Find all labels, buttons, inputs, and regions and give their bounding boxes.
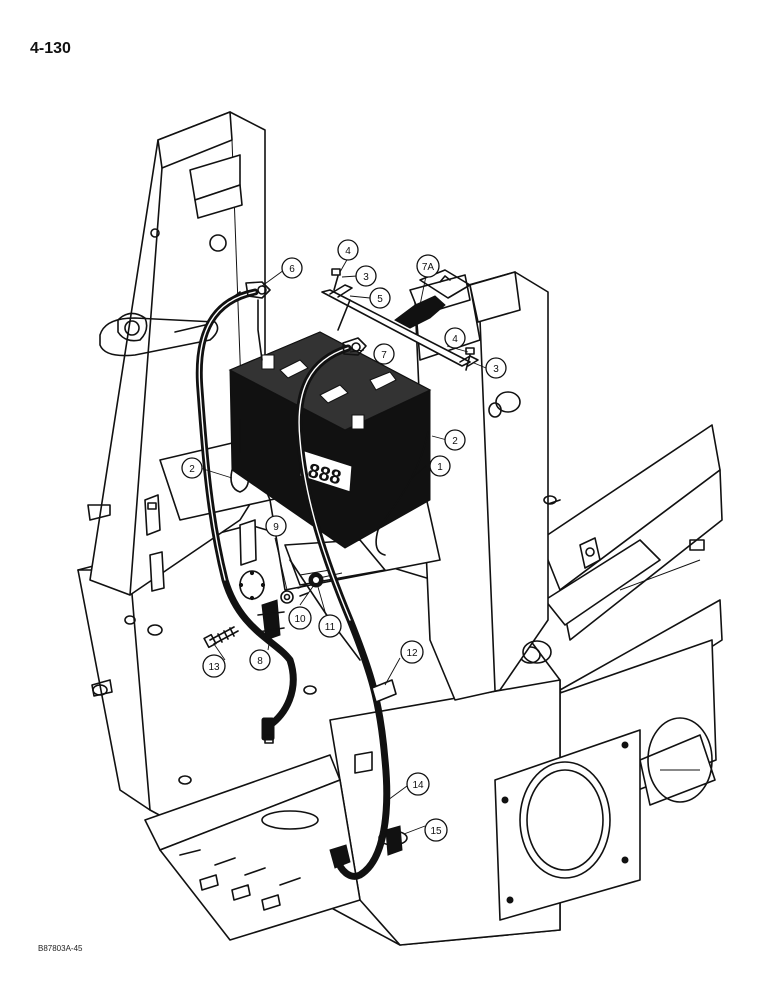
callout-8-label: 8 — [257, 656, 263, 667]
callout-1: 1 — [429, 455, 451, 477]
callouts: 1 2 2 3 3 4 4 — [181, 239, 507, 842]
callout-12-label: 12 — [406, 648, 418, 659]
callout-6-label: 6 — [289, 264, 295, 275]
callout-10-label: 10 — [294, 614, 306, 625]
callout-5-label: 5 — [377, 294, 383, 305]
callout-5: 5 — [369, 287, 391, 309]
callout-12: 12 — [400, 640, 424, 664]
callout-7-label: 7 — [381, 350, 387, 361]
callout-2-left: 2 — [181, 457, 203, 479]
battery: 888 — [228, 331, 432, 549]
callout-15-label: 15 — [430, 826, 442, 837]
callout-7: 7 — [373, 343, 395, 365]
callout-14-label: 14 — [412, 780, 424, 791]
callout-9: 9 — [265, 515, 287, 537]
callout-3-right: 3 — [485, 357, 507, 379]
cable-positive — [295, 337, 408, 880]
callout-3-top: 3 — [355, 265, 377, 287]
callout-2-right: 2 — [444, 429, 466, 451]
callout-3-top-label: 3 — [363, 272, 369, 283]
callout-6: 6 — [281, 257, 303, 279]
drawing-code: B87803A-45 — [38, 944, 83, 953]
callout-4-top-label: 4 — [345, 246, 351, 257]
callout-11: 11 — [318, 614, 342, 638]
callout-13-label: 13 — [208, 662, 220, 673]
right-upright — [409, 271, 557, 701]
callout-10: 10 — [288, 606, 312, 630]
callout-15: 15 — [424, 818, 448, 842]
callout-7a: 7A — [416, 254, 440, 278]
hardware — [203, 268, 475, 649]
callout-7a-label: 7A — [422, 262, 435, 273]
callout-2-left-label: 2 — [189, 464, 195, 475]
callout-1-label: 1 — [437, 462, 443, 473]
hold-down-bar — [230, 284, 479, 556]
callout-4-top: 4 — [337, 239, 359, 261]
chassis-frame-right — [539, 424, 723, 821]
callout-11-label: 11 — [325, 622, 336, 633]
page-number: 4-130 — [30, 40, 71, 57]
callout-9-label: 9 — [273, 522, 279, 533]
callout-4-right: 4 — [444, 327, 466, 349]
callout-14: 14 — [406, 772, 430, 796]
callout-8: 8 — [249, 649, 271, 671]
callout-13: 13 — [202, 654, 226, 678]
callout-4-right-label: 4 — [452, 334, 458, 345]
callout-leaders — [199, 257, 487, 835]
callout-2-right-label: 2 — [452, 436, 458, 447]
callout-3-right-label: 3 — [493, 364, 499, 375]
